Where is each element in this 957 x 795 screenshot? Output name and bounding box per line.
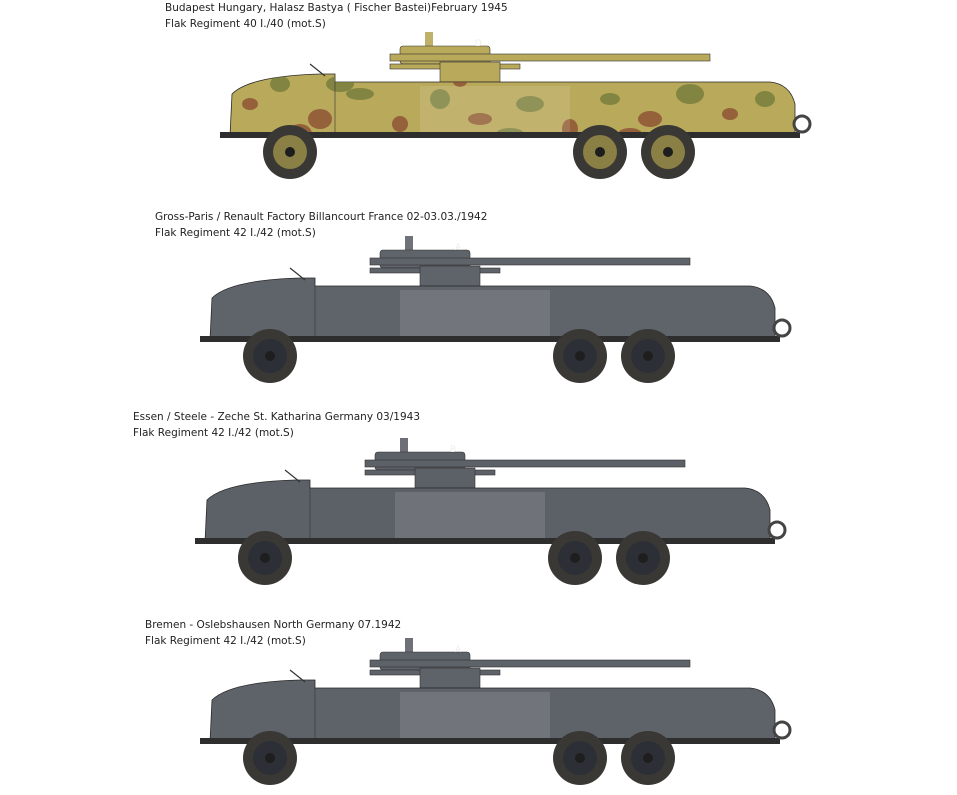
rear-coupling: [767, 520, 787, 540]
vehicle-svg: A: [200, 638, 792, 785]
wheel: [243, 329, 297, 383]
chassis: [195, 538, 775, 544]
vehicle-illustration: B: [185, 430, 787, 590]
chassis: [220, 132, 800, 138]
flak-gun: A: [369, 236, 691, 287]
profile-caption: Bremen - Oslebshausen North Germany 07.1…: [145, 617, 401, 649]
tarp-panel: [400, 692, 550, 740]
profile-unit: Flak Regiment 40 I./40 (mot.S): [165, 18, 326, 30]
profile-unit: Flak Regiment 42 I./42 (mot.S): [133, 427, 294, 439]
profile-location: Gross-Paris / Renault Factory Billancour…: [155, 211, 488, 223]
tarp-panel: [400, 290, 550, 338]
vehicle-svg: B: [195, 438, 787, 585]
profile-unit: Flak Regiment 42 I./42 (mot.S): [155, 227, 316, 239]
profile-caption: Gross-Paris / Renault Factory Billancour…: [155, 209, 487, 241]
wheel: [621, 329, 675, 383]
wheel: [243, 731, 297, 785]
tarp-panel: [420, 86, 570, 134]
wheel: [616, 531, 670, 585]
wheel: [263, 125, 317, 179]
vehicle-illustration: D: [210, 24, 812, 184]
chassis: [200, 336, 780, 342]
vehicle-body: [209, 679, 776, 743]
wheel: [621, 731, 675, 785]
wheel: [553, 329, 607, 383]
wheel: [641, 125, 695, 179]
vehicle-svg: A: [200, 236, 792, 383]
wheel: [573, 125, 627, 179]
profile-location: Essen / Steele - Zeche St. Katharina Ger…: [133, 411, 421, 423]
chassis: [200, 738, 780, 744]
gun-marking: A: [455, 645, 462, 655]
vehicle-illustration: A: [190, 228, 792, 388]
gun-marking: A: [455, 243, 462, 253]
profile-location: Budapest Hungary, Halasz Bastya ( Fische…: [165, 2, 508, 14]
tarp-panel: [395, 492, 545, 540]
vehicle-illustration: A: [190, 630, 792, 790]
flak-gun: B: [364, 438, 686, 489]
profile-caption: Budapest Hungary, Halasz Bastya ( Fische…: [165, 0, 508, 32]
rear-coupling: [772, 318, 792, 338]
profile-location: Bremen - Oslebshausen North Germany 07.1…: [145, 619, 402, 631]
gun-marking: B: [450, 445, 456, 455]
wheel: [548, 531, 602, 585]
vehicle-svg: D: [220, 32, 812, 179]
rear-coupling: [772, 720, 792, 740]
vehicle-body: [209, 277, 776, 341]
profile-caption: Essen / Steele - Zeche St. Katharina Ger…: [133, 409, 420, 441]
vehicle-body: [204, 479, 771, 543]
wheel: [553, 731, 607, 785]
profile-unit: Flak Regiment 42 I./42 (mot.S): [145, 635, 306, 647]
rear-coupling: [792, 114, 812, 134]
flak-gun: A: [369, 638, 691, 689]
gun-marking: D: [475, 39, 482, 49]
flak-gun: D: [389, 32, 711, 83]
wheel: [238, 531, 292, 585]
